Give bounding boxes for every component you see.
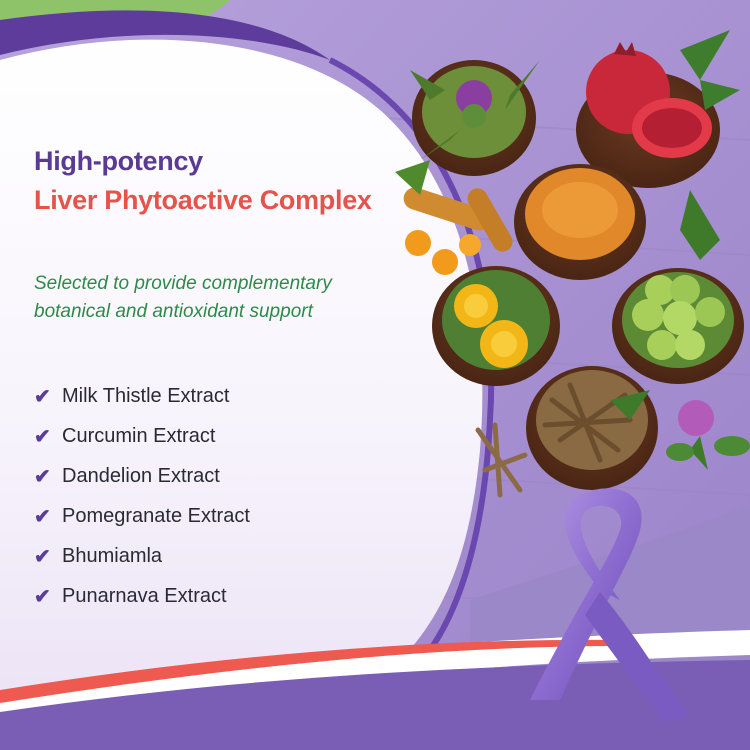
ingredient-label: Curcumin Extract [62, 424, 216, 447]
bowl-amla [612, 190, 744, 384]
ingredient-item: ✔ Dandelion Extract [34, 456, 250, 496]
turmeric-roots [395, 160, 513, 275]
ingredient-item: ✔ Bhumiamla [34, 536, 250, 576]
loose-roots [475, 422, 528, 498]
top-purple-swoosh [0, 10, 330, 61]
ingredient-item: ✔ Punarnava Extract [34, 576, 250, 616]
ingredient-label: Punarnava Extract [62, 584, 227, 607]
check-icon: ✔ [34, 425, 51, 448]
check-icon: ✔ [34, 585, 51, 608]
ingredient-item: ✔ Curcumin Extract [34, 416, 250, 456]
check-icon: ✔ [34, 385, 51, 408]
ingredient-label: Bhumiamla [62, 544, 163, 567]
ingredient-item: ✔ Milk Thistle Extract [34, 376, 250, 416]
ingredient-label: Dandelion Extract [62, 464, 220, 487]
clover-flower [666, 400, 750, 470]
headline-line-2: Liver Phytoactive Complex [34, 185, 372, 215]
check-icon: ✔ [34, 505, 51, 528]
headline-line-1: High-potency [34, 146, 203, 176]
ingredient-label: Pomegranate Extract [62, 504, 250, 527]
subtitle: Selected to provide complementary botani… [34, 273, 332, 322]
awareness-ribbon-icon [530, 488, 690, 722]
bowl-pomegranate [576, 30, 740, 188]
ingredient-list: ✔Milk Thistle Extract ✔Curcumin Extract … [34, 376, 250, 616]
ingredient-item: ✔ Pomegranate Extract [34, 496, 250, 536]
check-icon: ✔ [34, 465, 51, 488]
check-icon: ✔ [34, 545, 51, 568]
bowl-dandelion [432, 266, 560, 386]
bowl-curcumin [514, 164, 646, 280]
white-panel [0, 39, 483, 700]
bowl-punarnava [526, 366, 658, 490]
bowl-milk-thistle [410, 60, 540, 176]
ingredient-label: Milk Thistle Extract [62, 384, 230, 407]
